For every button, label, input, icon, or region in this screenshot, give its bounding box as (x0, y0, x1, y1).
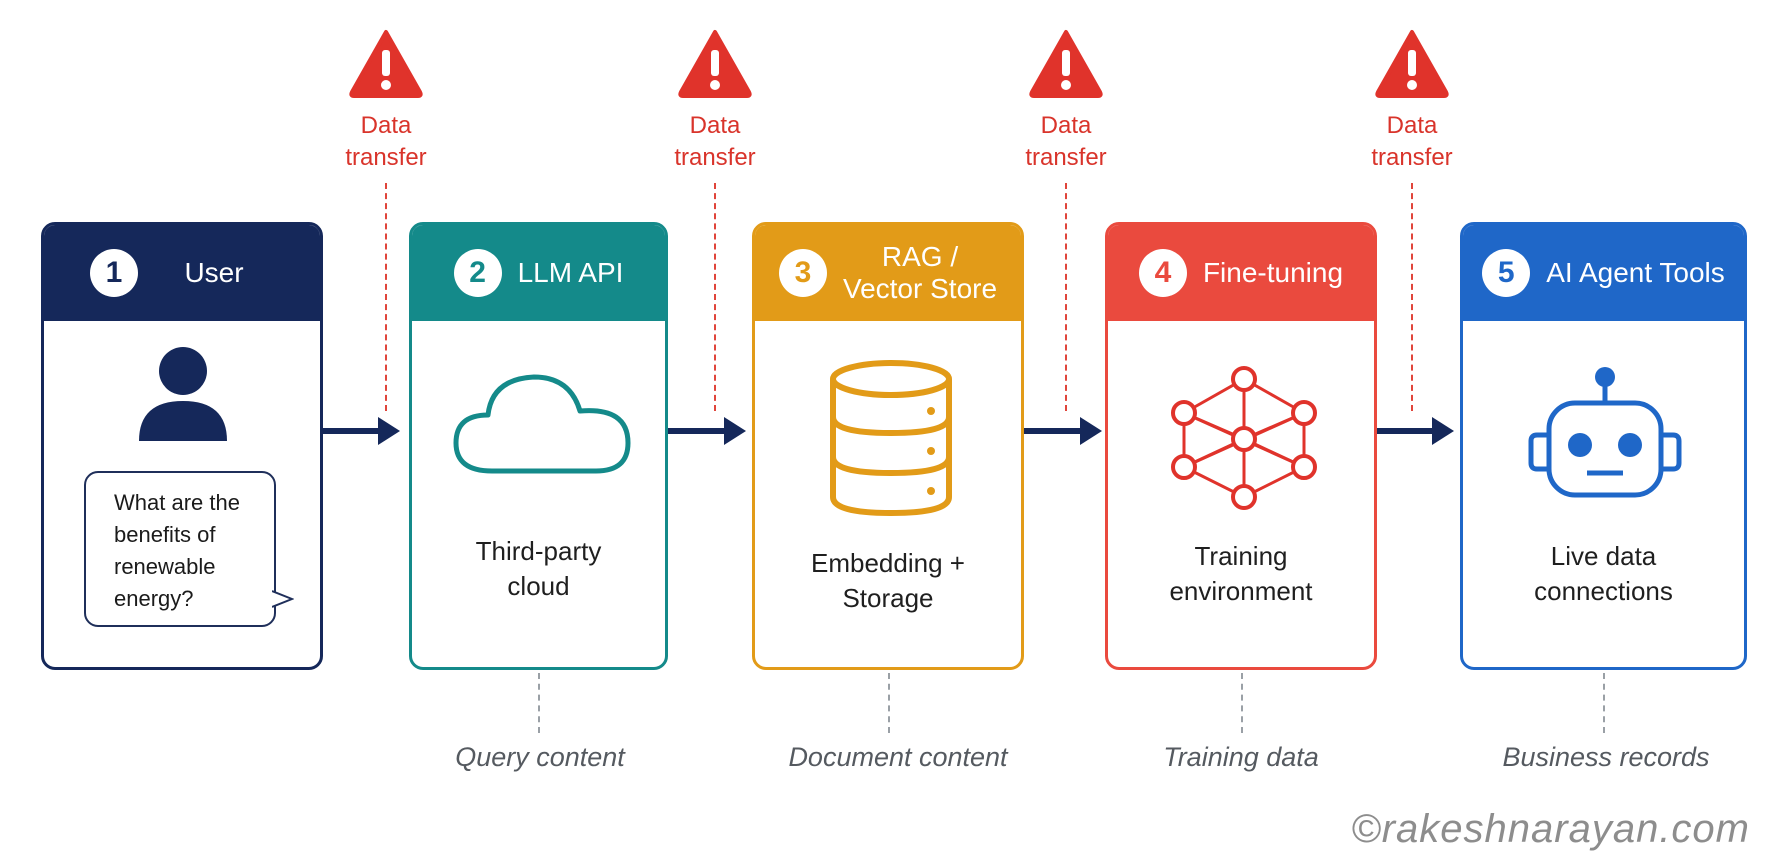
stage-header: 3 RAG / Vector Store (755, 225, 1021, 321)
stage-card-user: 1 User What are the benefits of renewabl… (41, 222, 323, 670)
neural-network-icon (1171, 366, 1317, 510)
warning-connector (1065, 183, 1067, 411)
stage-body: What are the benefits of renewable energ… (44, 321, 320, 667)
warning-label: Data transfer (1371, 112, 1453, 172)
stage-header: 1 User (44, 225, 320, 321)
stage-title: LLM API (517, 256, 624, 288)
user-icon (139, 347, 227, 441)
warning-label: Data transfer (674, 112, 756, 172)
arrow-right-icon (322, 417, 400, 445)
warning-icon (349, 30, 423, 98)
warning-label: Data transfer (1025, 112, 1107, 172)
label-connector (1241, 673, 1243, 733)
warning-4: Data transfer (1342, 28, 1482, 175)
arrow-right-icon (668, 417, 746, 445)
bubble-tail (272, 590, 294, 608)
warning-icon (678, 30, 752, 98)
stage-card-fine-tuning: 4 Fine-tuning (1105, 222, 1377, 670)
stage-caption: Embedding + Storage (811, 548, 965, 614)
step-number: 3 (778, 249, 827, 297)
stage-title: RAG / Vector Store (842, 240, 998, 304)
robot-icon (1528, 367, 1682, 498)
database-icon (830, 360, 952, 517)
warning-icon (1029, 30, 1103, 98)
arrow-right-icon (1024, 417, 1102, 445)
label-connector (1603, 673, 1605, 733)
warning-3: Data transfer (996, 28, 1136, 175)
stage-header: 5 AI Agent Tools (1463, 225, 1744, 321)
watermark: ©rakeshnarayan.com (1351, 807, 1750, 851)
stage-title: Fine-tuning (1202, 256, 1344, 288)
warning-connector (714, 183, 716, 411)
label-connector (538, 673, 540, 733)
stage-body: Third-party cloud (412, 321, 665, 667)
stage-caption: Training environment (1169, 541, 1313, 607)
data-type-label: Document content (788, 742, 1008, 772)
stage-title: User (184, 256, 244, 288)
data-type-label: Query content (455, 742, 625, 772)
stage-header: 4 Fine-tuning (1108, 225, 1374, 321)
warning-2: Data transfer (645, 28, 785, 175)
data-type-label: Training data (1163, 742, 1319, 772)
stage-body: Training environment (1108, 321, 1374, 667)
step-number: 4 (1138, 249, 1187, 297)
stage-caption: Third-party cloud (475, 536, 602, 602)
data-type-label: Business records (1502, 742, 1710, 772)
step-number: 5 (1482, 249, 1531, 297)
step-number: 2 (453, 249, 502, 297)
warning-icon (1375, 30, 1449, 98)
cloud-icon (453, 374, 631, 474)
stage-header: 2 LLM API (412, 225, 665, 321)
query-bubble: What are the benefits of renewable energ… (84, 471, 276, 627)
label-connector (888, 673, 890, 733)
stage-caption: Live data connections (1534, 541, 1673, 607)
warning-connector (1411, 183, 1413, 411)
stage-card-llm-api: 2 LLM API Third-party cloud (409, 222, 668, 670)
stage-body: Live data connections (1463, 321, 1744, 667)
stage-card-ai-agent-tools: 5 AI Agent Tools Live data connections (1460, 222, 1747, 670)
stage-body: Embedding + Storage (755, 321, 1021, 667)
stage-title: AI Agent Tools (1546, 256, 1725, 288)
arrow-right-icon (1376, 417, 1454, 445)
warning-label: Data transfer (345, 112, 427, 172)
step-number: 1 (90, 249, 138, 297)
warning-connector (385, 183, 387, 411)
stage-card-rag: 3 RAG / Vector Store Embedding + Storage (752, 222, 1024, 670)
warning-1: Data transfer (316, 28, 456, 175)
